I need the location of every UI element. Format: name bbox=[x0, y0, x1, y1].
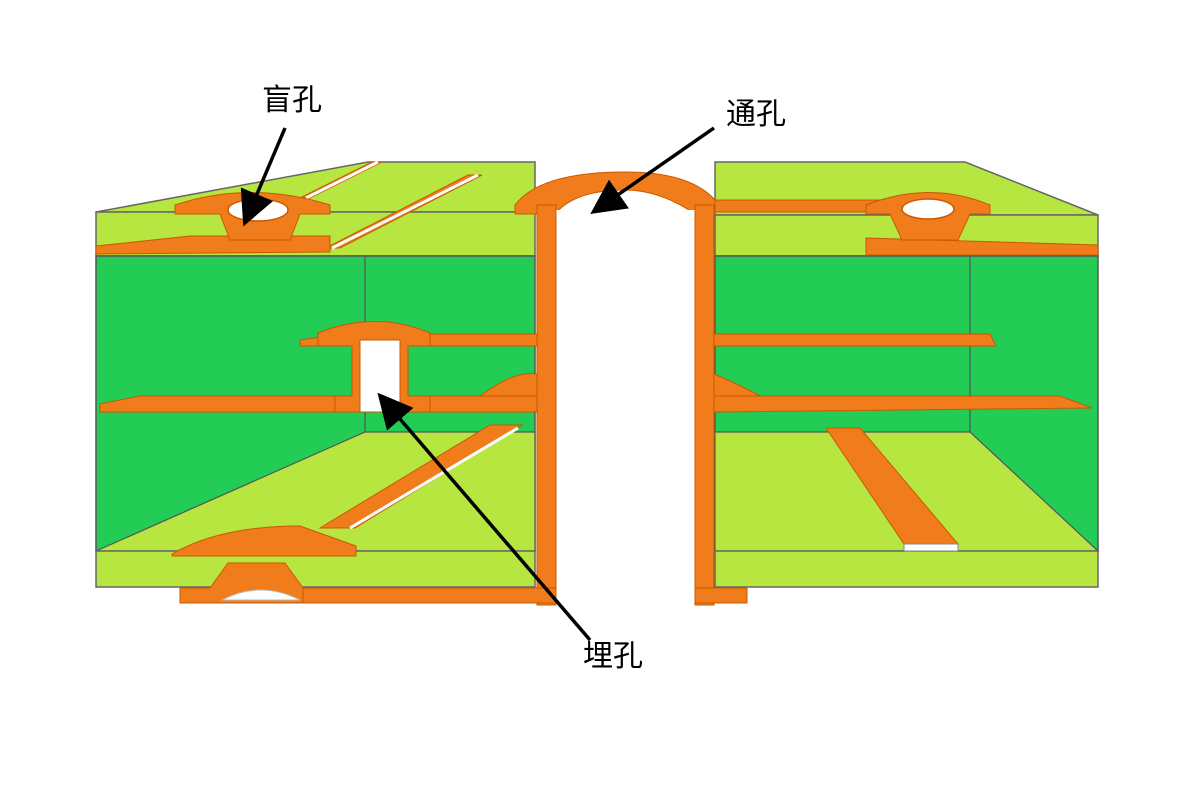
top-copper-layer bbox=[95, 160, 1099, 256]
blind-via-top-right bbox=[865, 192, 991, 241]
arrow-blind-via bbox=[240, 127, 287, 227]
buried-via-label: 埋孔 bbox=[583, 639, 643, 674]
blind-via-label: 盲孔 bbox=[262, 83, 322, 118]
bottom-board-front-edge-right bbox=[714, 550, 1099, 588]
arrow-buried-via bbox=[377, 392, 592, 642]
blind-via-bottom bbox=[171, 525, 357, 604]
through-hole-via bbox=[299, 171, 748, 606]
through-hole-label: 通孔 bbox=[726, 97, 786, 132]
annotation-arrows bbox=[240, 126, 715, 642]
arrow-through-hole bbox=[590, 126, 715, 214]
left-pcb-block bbox=[95, 161, 536, 588]
